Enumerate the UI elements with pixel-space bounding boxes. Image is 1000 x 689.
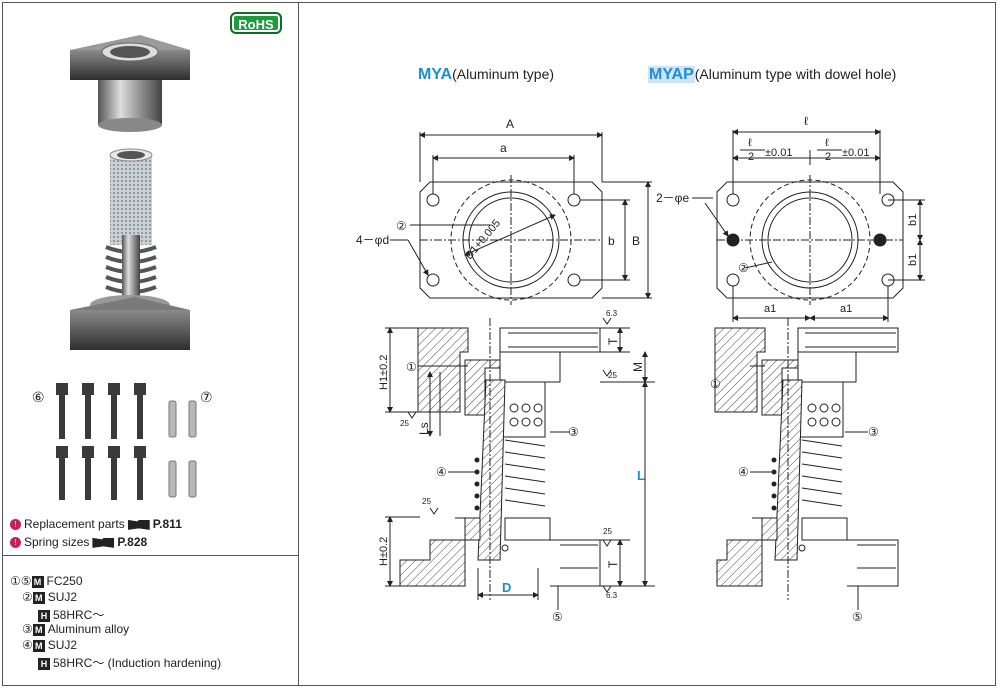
title-myap: MYAP(Aluminum type with dowel hole)	[648, 66, 897, 83]
dim-tol-1: ±0.01	[765, 147, 792, 159]
callout-5b: ⑤	[852, 610, 863, 624]
dim-a1-left: a1	[764, 303, 776, 315]
dim-l-den-1: 2	[748, 151, 754, 163]
dim-l-half-1: ℓ	[748, 137, 752, 149]
catalog-book-icon	[92, 537, 115, 548]
mya-hole-3	[426, 273, 440, 287]
rough-25d: 25	[603, 527, 612, 536]
dim-tol-2: ±0.01	[842, 147, 869, 159]
callout-3b: ③	[868, 425, 879, 439]
dim-l-half-2: ℓ	[825, 137, 829, 149]
rough-25c: 25	[422, 497, 431, 506]
mya-hole-2	[567, 193, 581, 207]
rough-25b: 25	[400, 419, 409, 428]
dim-b: b	[608, 234, 615, 248]
catalog-book-icon	[127, 519, 150, 530]
dim-b1-top: b1	[907, 214, 919, 226]
mya-hole-4	[567, 273, 581, 287]
rough-63a: 6.3	[606, 309, 618, 318]
materials-divider	[2, 555, 298, 556]
dim-e: 2－φe	[656, 191, 689, 205]
dim-H1: H1±0.2	[378, 355, 390, 390]
callout-2a: ②	[396, 219, 407, 233]
mya-section	[399, 318, 601, 600]
dim-l: ℓ	[804, 114, 808, 128]
dim-T-bottom: T	[606, 560, 620, 568]
title-mya: MYA(Aluminum type)	[418, 66, 555, 83]
callout-1b: ①	[710, 377, 721, 391]
callout-1a: ①	[406, 360, 417, 374]
callout-5a: ⑤	[552, 610, 563, 624]
dim-Ls: Ls	[417, 422, 431, 435]
rohs-badge: RoHS	[230, 12, 282, 34]
myap-bore-inner	[767, 197, 853, 283]
dim-B: B	[632, 234, 640, 248]
dim-T-top: T	[606, 337, 620, 345]
callout-3a: ③	[568, 425, 579, 439]
rough-25a: 25	[608, 371, 617, 380]
myap-plate-outline	[716, 181, 904, 299]
dim-D: D	[502, 580, 511, 595]
callout-4a: ④	[436, 465, 447, 479]
callout-4b: ④	[738, 465, 749, 479]
label-pins: ⑦	[200, 389, 213, 405]
dim-d: 4－φd	[356, 233, 389, 247]
dim-a1-right: a1	[840, 303, 852, 315]
callout-2b: ②	[738, 261, 749, 275]
dim-M: M	[631, 362, 645, 372]
dim-l-den-2: 2	[825, 151, 831, 163]
panel-divider	[298, 2, 299, 686]
dim-A: A	[506, 117, 514, 131]
info-pin-icon: !	[10, 519, 21, 531]
dim-b1-bottom: b1	[907, 254, 919, 266]
label-bolts: ⑥	[32, 389, 45, 405]
dim-L: L	[637, 468, 645, 483]
myap-section	[714, 318, 899, 610]
rough-63b: 6.3	[606, 591, 618, 600]
bolts-and-pins-photo	[56, 383, 197, 500]
product-photo	[70, 35, 190, 350]
dim-H: H±0.2	[378, 537, 390, 566]
info-pin-icon: !	[10, 537, 21, 549]
mya-plate-outline	[419, 181, 603, 299]
mya-hole-1	[426, 193, 440, 207]
technical-drawing: A a b B D1+0.005 4－φd ② ℓ ℓ 2 ±0.01 ℓ 2 …	[356, 114, 925, 624]
dim-a: a	[500, 141, 507, 155]
